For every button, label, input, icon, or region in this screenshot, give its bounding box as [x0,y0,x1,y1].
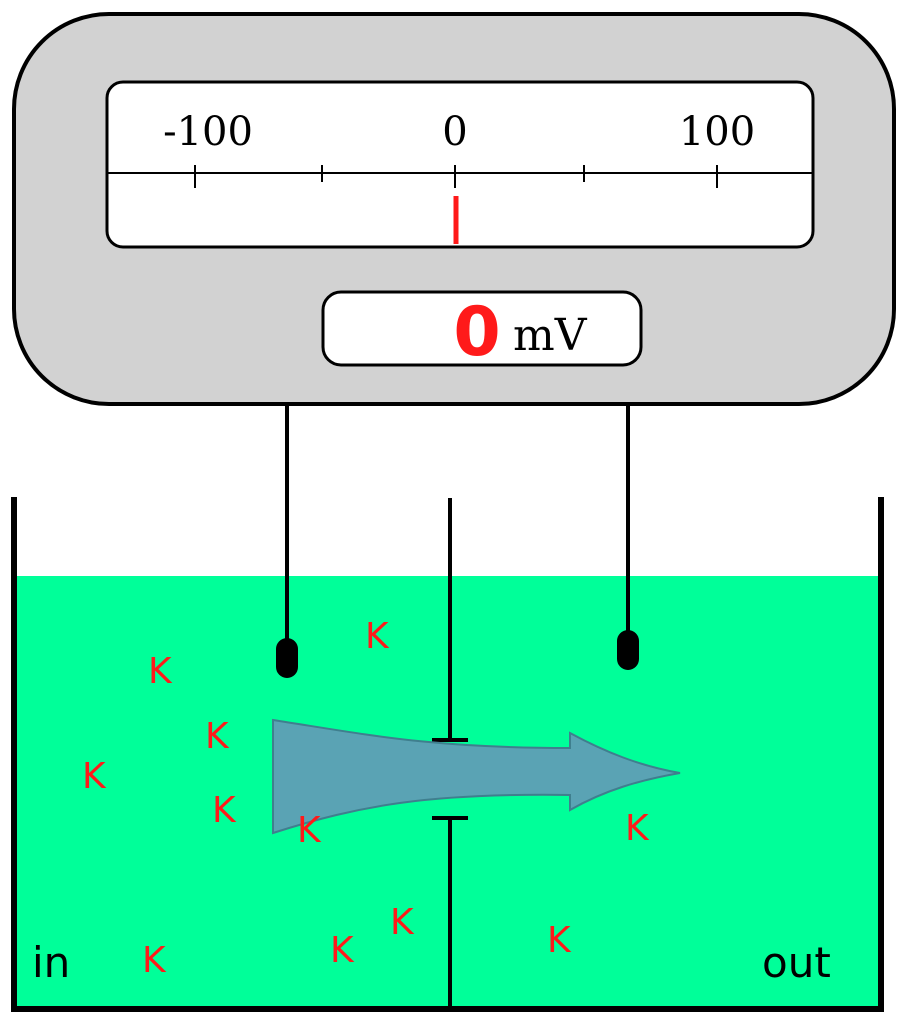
scale-label-min: -100 [163,109,253,155]
meter-scale-window [105,80,815,249]
electrode-tip-outside [617,630,639,670]
scale-label-max: 100 [679,109,755,155]
potassium-ion: K [142,940,167,981]
potassium-ion: K [82,756,107,797]
readout-unit: mV [513,310,588,361]
outside-label: out [762,938,831,987]
potassium-ion: K [547,920,572,961]
potassium-ion: K [625,808,650,849]
potassium-ion: K [330,930,355,971]
potassium-ion: K [297,810,322,851]
potassium-ion: K [365,616,390,657]
electrode-tip-inside [276,638,298,678]
ion-flow-arrow [272,718,681,835]
digital-readout [321,290,643,367]
potassium-ion: K [212,790,237,831]
inside-label: in [32,938,70,987]
potassium-ion: K [148,651,173,692]
potassium-ion: K [205,716,230,757]
scale-label-zero: 0 [442,109,467,155]
readout-value: 0 [453,293,500,372]
potassium-ion: K [390,902,415,943]
